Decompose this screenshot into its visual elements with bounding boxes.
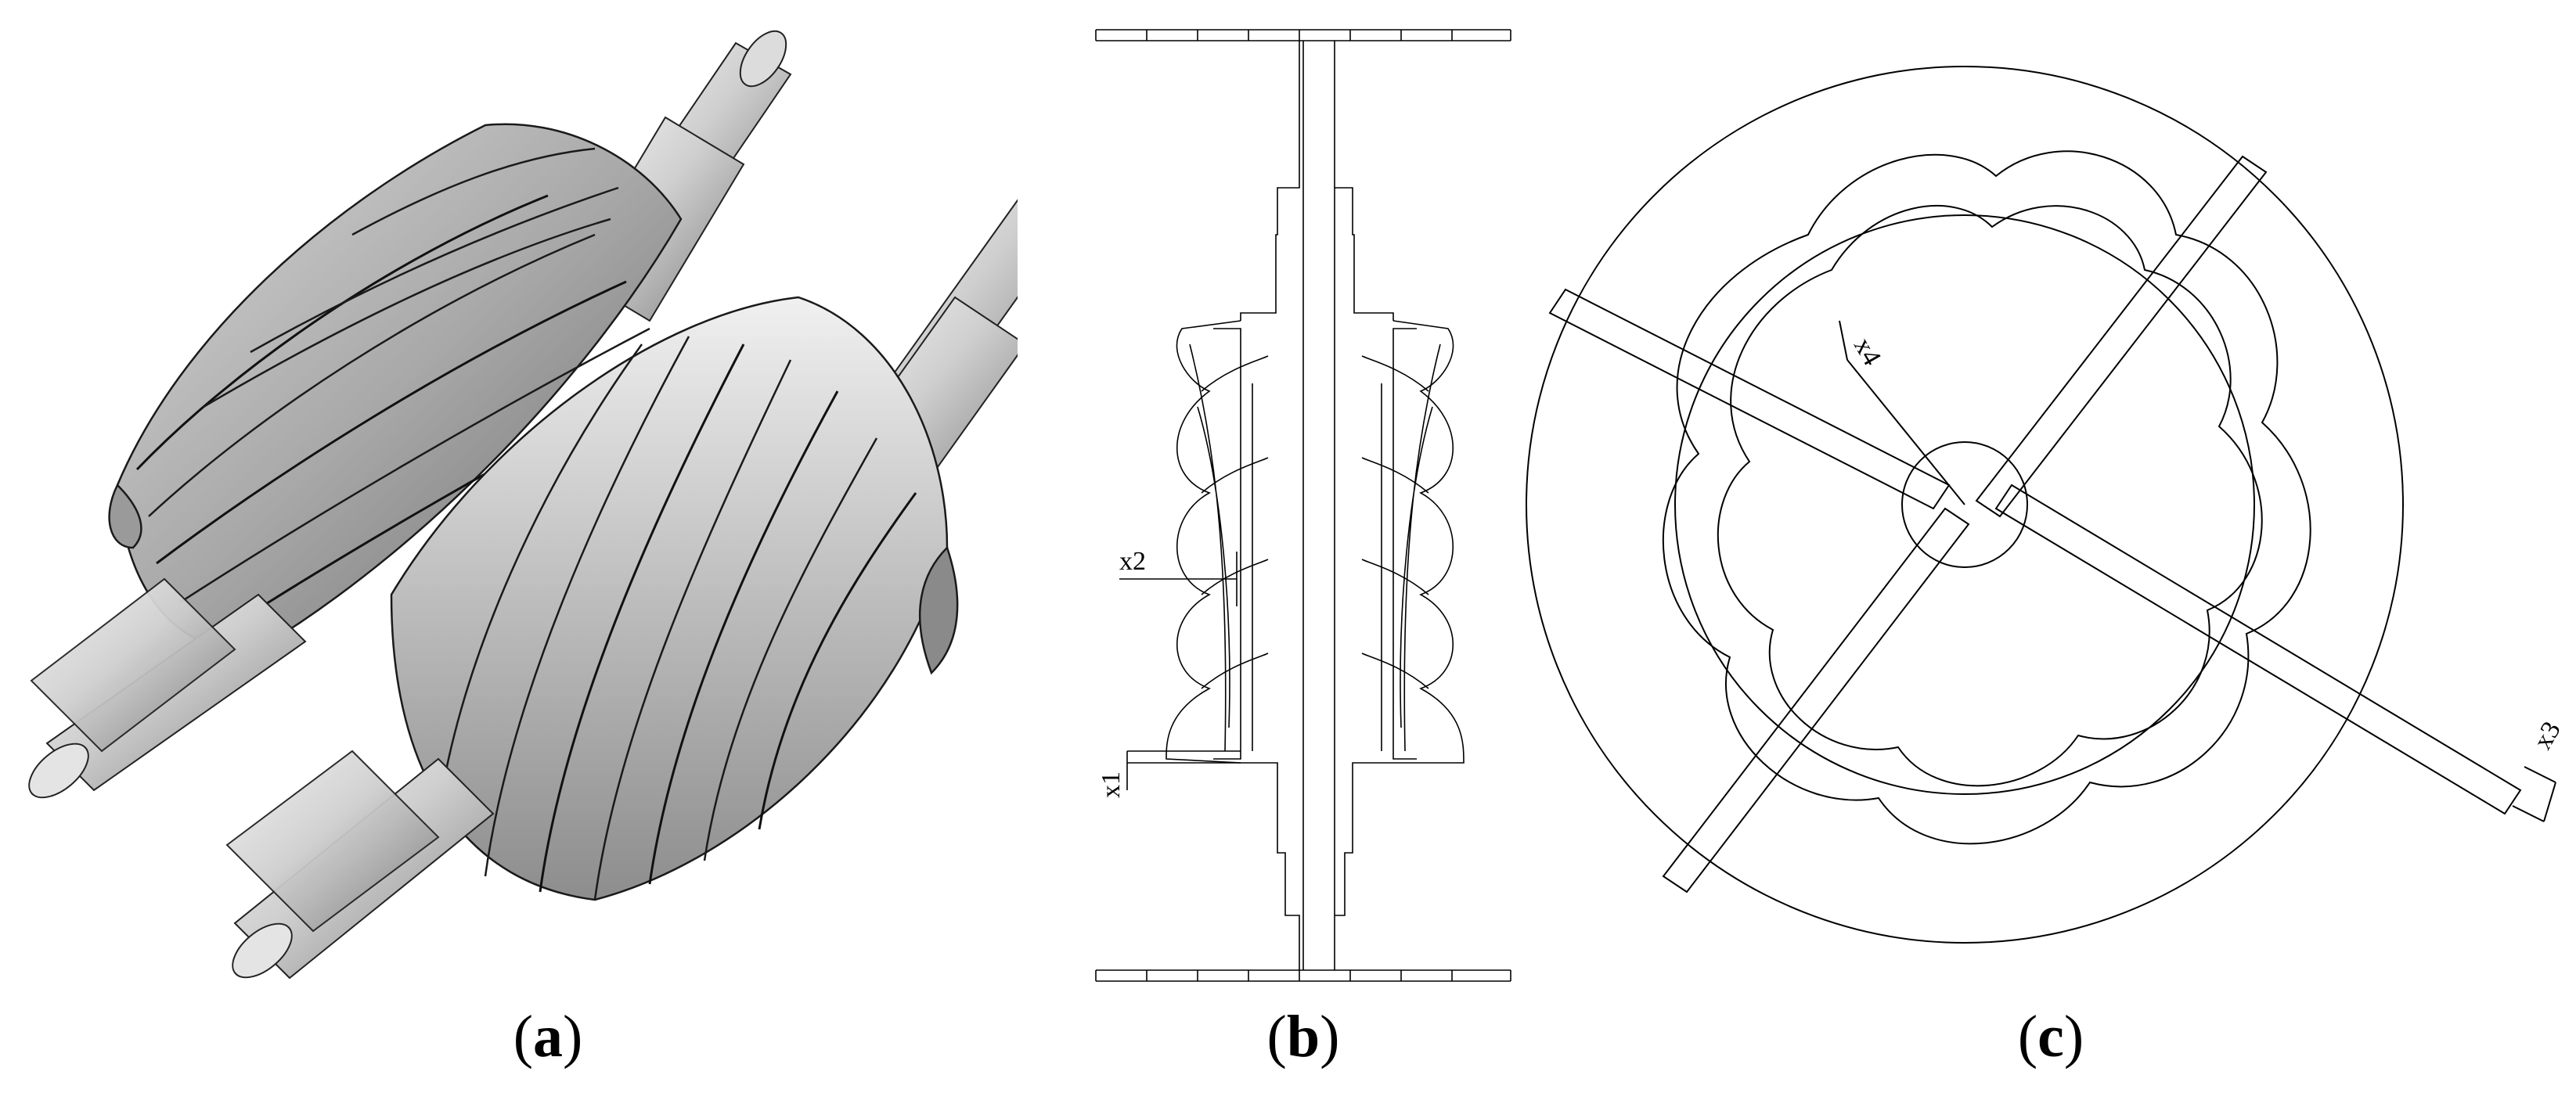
x4-dimension-leader — [1839, 320, 1965, 505]
lower-rotor-body — [390, 296, 959, 901]
outer-lobe-profile — [1662, 150, 2311, 845]
screw-rotor-3d-model — [28, 30, 1018, 980]
x3-dimension-leader — [2512, 766, 2556, 822]
inner-circle — [1674, 214, 2255, 795]
rotor-end-view-drawing: x4 x3 — [1526, 66, 2567, 944]
caption-b: (b) — [1266, 1004, 1340, 1070]
label-x3: x3 — [2528, 717, 2567, 754]
panel-b: x2 x1 (b) — [1072, 0, 1542, 1093]
lower-shaft-bottom — [225, 750, 495, 980]
inner-lobe-profile — [1717, 204, 2263, 787]
label-x2: x2 — [1119, 547, 1146, 576]
label-x1: x1 — [1097, 771, 1126, 798]
panel-c: x4 x3 (c) — [1511, 0, 2576, 1093]
hub-circle — [1901, 441, 2028, 568]
left-lobe-profile — [1166, 320, 1241, 764]
right-lobe-profile — [1392, 320, 1465, 764]
panel-a: (a) — [0, 0, 1018, 1093]
housing-circle — [1526, 66, 2404, 944]
caption-c: (c) — [2017, 1004, 2084, 1070]
rotor-section-drawing: x2 x1 — [1095, 29, 1511, 982]
top-scale-bar — [1095, 29, 1511, 41]
caption-a: (a) — [513, 1004, 583, 1070]
shaft-outline — [1240, 41, 1394, 970]
label-x4: x4 — [1848, 333, 1886, 371]
x2-dimension-leader — [1119, 552, 1238, 606]
blade-nw-se — [1548, 288, 2522, 815]
blade-ne-sw — [1662, 155, 2268, 893]
upper-shaft-bottom — [28, 577, 307, 799]
upper-rotor-body — [108, 123, 683, 652]
x1-dimension-leader — [1126, 750, 1241, 790]
bottom-scale-bar — [1095, 969, 1511, 982]
